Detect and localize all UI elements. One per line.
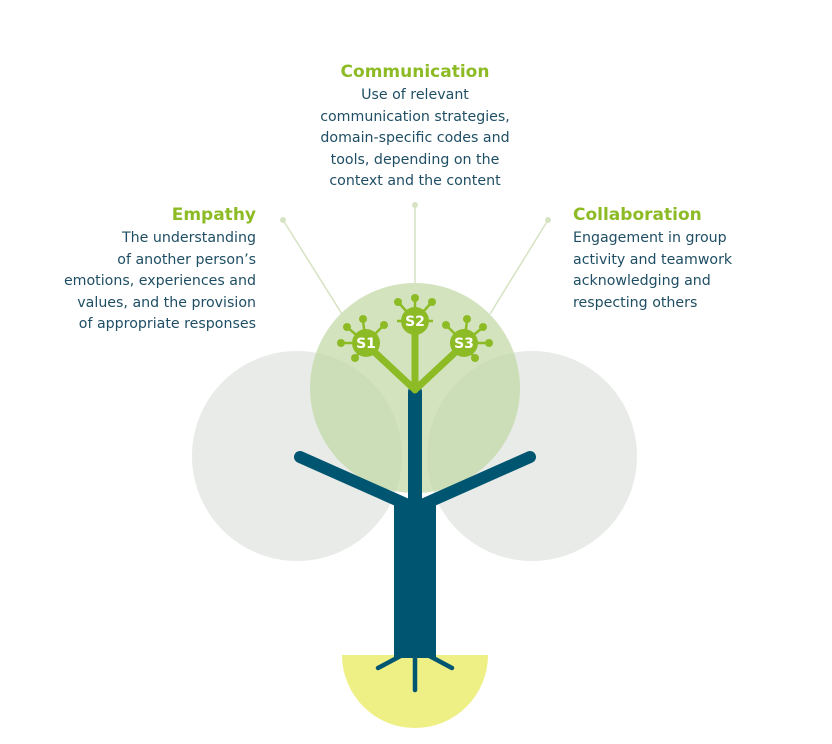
- collaboration-line: activity and teamwork: [573, 251, 733, 268]
- collaboration-line: Engagement in group: [573, 230, 727, 246]
- node-s2: S2: [394, 294, 436, 335]
- node-s2-label: S2: [405, 314, 425, 330]
- leader-dot-empathy: [280, 217, 286, 223]
- communication-title: Communication: [340, 62, 490, 82]
- node-s3: S3: [442, 315, 493, 362]
- node-s1-label: S1: [356, 336, 376, 352]
- communication-line: Use of relevant: [361, 87, 469, 103]
- leader-dot-communication: [412, 202, 418, 208]
- empathy-line: emotions, experiences and: [63, 273, 256, 289]
- empathy-line: of appropriate responses: [78, 316, 256, 332]
- collaboration-title: Collaboration: [573, 205, 702, 225]
- communication-line: tools, depending on the: [330, 151, 500, 168]
- trunk-body: [394, 500, 436, 658]
- empathy-line: values, and the provision: [77, 294, 256, 311]
- node-s3-label: S3: [454, 336, 474, 352]
- communication-description: Use of relevant communication strategies…: [290, 85, 540, 193]
- leader-lines: [280, 202, 551, 315]
- communication-line: context and the content: [329, 173, 501, 189]
- communication-line: communication strategies,: [320, 108, 510, 125]
- leader-line-collaboration: [489, 219, 549, 315]
- communication-line: domain-specific codes and: [320, 130, 510, 146]
- empathy-line: The understanding: [121, 230, 256, 246]
- leader-dot-collaboration: [545, 217, 551, 223]
- empathy-description: The understanding of another person’s em…: [20, 228, 256, 336]
- communication-block: Communication Use of relevant communicat…: [290, 62, 540, 193]
- leader-line-empathy: [282, 219, 343, 315]
- collaboration-line: acknowledging and: [573, 273, 711, 289]
- collaboration-description: Engagement in group activity and teamwor…: [573, 228, 813, 314]
- empathy-line: of another person’s: [117, 251, 256, 268]
- node-s1: S1: [337, 315, 388, 362]
- tree-roots: [375, 649, 455, 693]
- collaboration-block: Collaboration Engagement in group activi…: [573, 205, 813, 314]
- collaboration-line: respecting others: [573, 294, 698, 311]
- empathy-block: Empathy The understanding of another per…: [20, 205, 256, 336]
- empathy-title: Empathy: [171, 205, 256, 225]
- tree-trunk: [294, 385, 536, 512]
